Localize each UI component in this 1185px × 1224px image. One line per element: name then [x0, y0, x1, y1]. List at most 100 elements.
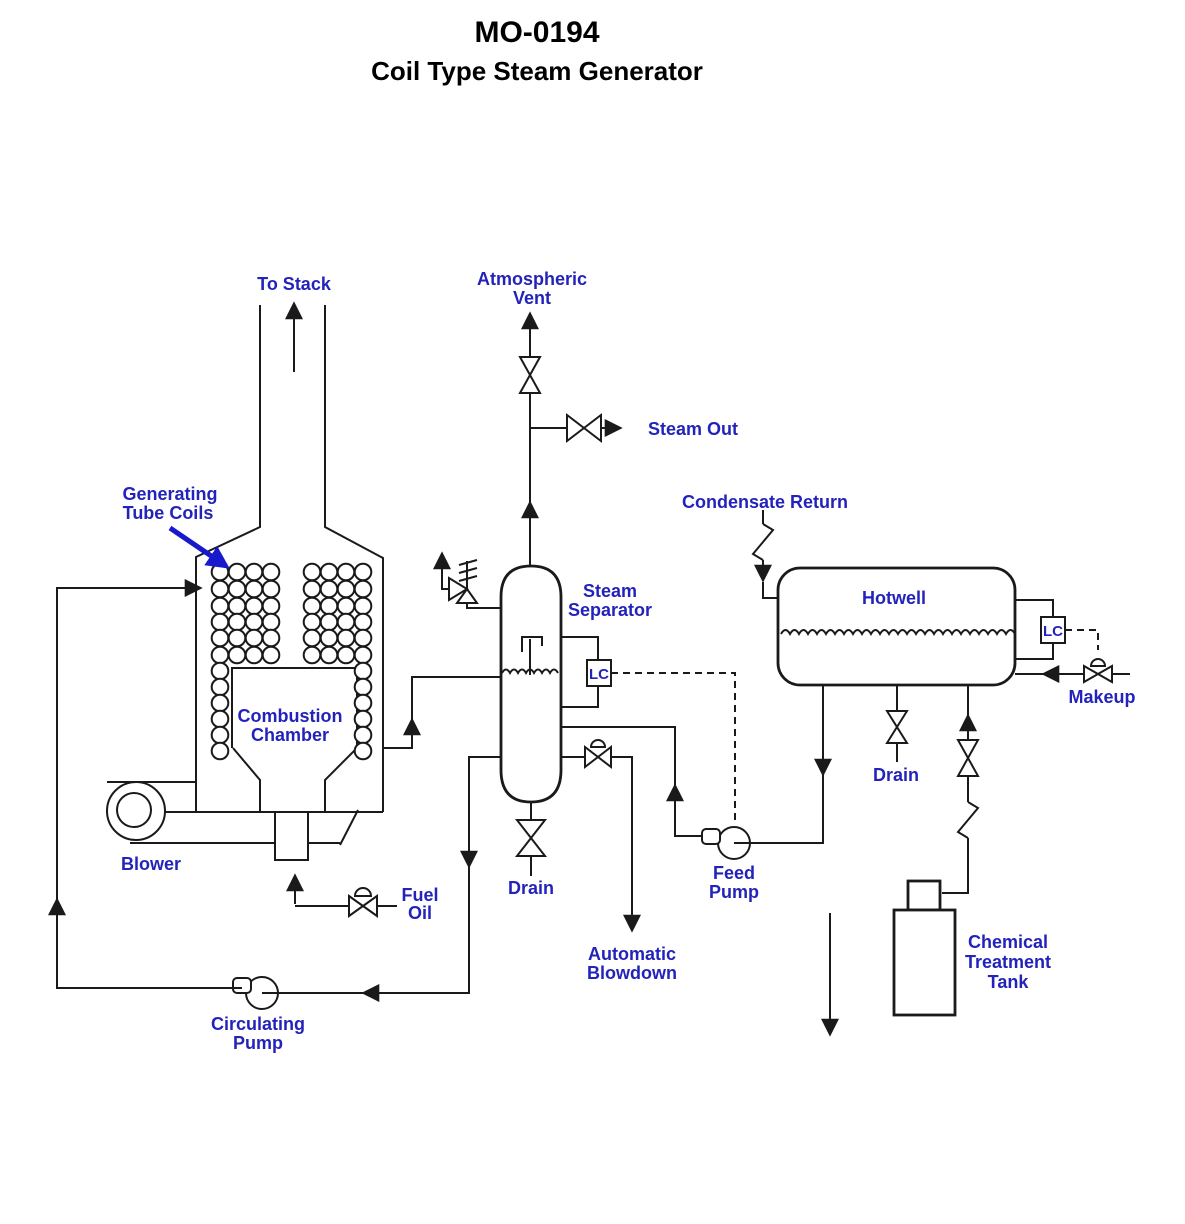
coil-tube: [261, 628, 281, 648]
furnace-left-wall: [195, 305, 261, 812]
coil-tube: [227, 596, 247, 616]
chemical-treatment-tank-assembly: [892, 879, 957, 1017]
furnace-assembly: [165, 301, 384, 813]
coil-tube: [210, 725, 230, 745]
blowdown-control-valve: [584, 744, 612, 770]
generating-tube-coils-label-line1: Generating: [122, 484, 217, 504]
atmospheric-vent-label-line1: Atmospheric: [477, 269, 587, 289]
coil-tube: [210, 612, 230, 632]
coil-tube: [353, 725, 373, 745]
circulating-pump-label-line1: Circulating: [211, 1014, 305, 1034]
coil-tube: [353, 612, 373, 632]
coil-tube: [319, 562, 339, 582]
fuel-oil-label-line1: Fuel: [401, 885, 438, 905]
coil-tube: [261, 645, 281, 665]
steam-separator-label-line1: Steam: [583, 581, 637, 601]
combustion-chamber-label-line1: Combustion: [238, 706, 343, 726]
coil-tube: [336, 645, 356, 665]
hotwell-drain-valve: [885, 710, 909, 744]
blower-inlet: [116, 792, 152, 828]
title-code: MO-0194: [474, 16, 599, 49]
coil-tube: [227, 579, 247, 599]
steam-separator-label-line2: Separator: [568, 600, 652, 620]
coil-tube: [302, 645, 322, 665]
coil-tube: [302, 579, 322, 599]
coil-tube: [210, 741, 230, 761]
coil-tube: [210, 709, 230, 729]
coil-tube: [336, 612, 356, 632]
coil-tube: [210, 579, 230, 599]
feedwater-riser-line: [56, 579, 242, 989]
blower-label: Blower: [121, 854, 181, 874]
hopper-right-wall: [324, 747, 358, 812]
coil-tube: [319, 596, 339, 616]
separator-return-line: [262, 756, 501, 994]
feedwater-inlet-line: [561, 726, 702, 837]
fuel-oil-valve-actuator: [353, 887, 373, 897]
generating-tube-coils: [210, 562, 373, 761]
coil-tube: [210, 693, 230, 713]
coil-tube: [261, 612, 281, 632]
coil-tube: [353, 579, 373, 599]
coil-tube: [227, 628, 247, 648]
hotwell-lc-loop: [1015, 599, 1054, 660]
to-stack-label: To Stack: [257, 274, 332, 294]
combustion-chamber-label-line2: Chamber: [251, 725, 329, 745]
coil-outlet-line: [383, 676, 501, 749]
blowdown-valve-actuator: [589, 739, 607, 748]
blower-housing: [106, 781, 166, 841]
condensate-return-line: [751, 510, 778, 599]
coil-tube: [353, 693, 373, 713]
tank-body: [892, 908, 957, 1017]
hopper-left-wall: [232, 747, 261, 812]
relief-valve: [448, 576, 479, 604]
circulating-loop: [48, 579, 501, 1010]
relief-valve-spring: [458, 559, 478, 589]
coil-tube: [244, 579, 264, 599]
coil-tube: [319, 628, 339, 648]
chemical-treatment-tank-label-line1: Chemical: [968, 932, 1048, 952]
coil-tube: [319, 612, 339, 632]
coil-tube: [336, 596, 356, 616]
hotwell-assembly: LC: [734, 510, 1130, 894]
coil-tube: [353, 562, 373, 582]
tube-coils-pointer-arrow: [168, 525, 230, 569]
furnace-right-wall: [324, 305, 384, 812]
makeup-valve-actuator: [1089, 658, 1107, 667]
coil-tube: [336, 562, 356, 582]
separator-drain-valve: [514, 819, 548, 857]
chemical-feed-valve: [956, 739, 980, 777]
chemical-treatment-tank-label-line2: Treatment: [965, 952, 1051, 972]
hotwell-outlet-line: [734, 685, 824, 844]
coil-tube: [244, 596, 264, 616]
automatic-blowdown-line: [611, 756, 641, 933]
makeup-control-valve: [1083, 664, 1113, 684]
coil-tube: [319, 645, 339, 665]
circulating-pump-label-line2: Pump: [233, 1033, 283, 1053]
chemical-treatment-tank-label-line3: Tank: [988, 972, 1030, 992]
title-subtitle: Coil Type Steam Generator: [371, 56, 703, 86]
separator-drain-label: Drain: [508, 878, 554, 898]
hotwell-water-level: [780, 629, 1016, 637]
coil-tube: [302, 562, 322, 582]
hotwell-vessel: [776, 566, 1017, 687]
makeup-label: Makeup: [1068, 687, 1135, 707]
damper: [339, 809, 359, 846]
separator-lc-loop: [561, 636, 599, 708]
hotwell-lc-signal-line: [1065, 629, 1099, 650]
coil-tube: [353, 741, 373, 761]
generating-tube-coils-label-line2: Tube Coils: [123, 503, 214, 523]
coil-tube: [244, 645, 264, 665]
coil-tube: [261, 596, 281, 616]
coil-tube: [210, 661, 230, 681]
atmospheric-vent-label-line2: Vent: [513, 288, 551, 308]
coil-tube: [353, 709, 373, 729]
feed-pump-label-line2: Pump: [709, 882, 759, 902]
feed-pump-label-line1: Feed: [713, 863, 755, 883]
coil-tube: [353, 628, 373, 648]
condensate-return-label: Condensate Return: [682, 492, 848, 512]
separator-lc-tag: LC: [589, 666, 609, 683]
hotwell-label: Hotwell: [862, 588, 926, 608]
tank-neck: [906, 879, 942, 912]
